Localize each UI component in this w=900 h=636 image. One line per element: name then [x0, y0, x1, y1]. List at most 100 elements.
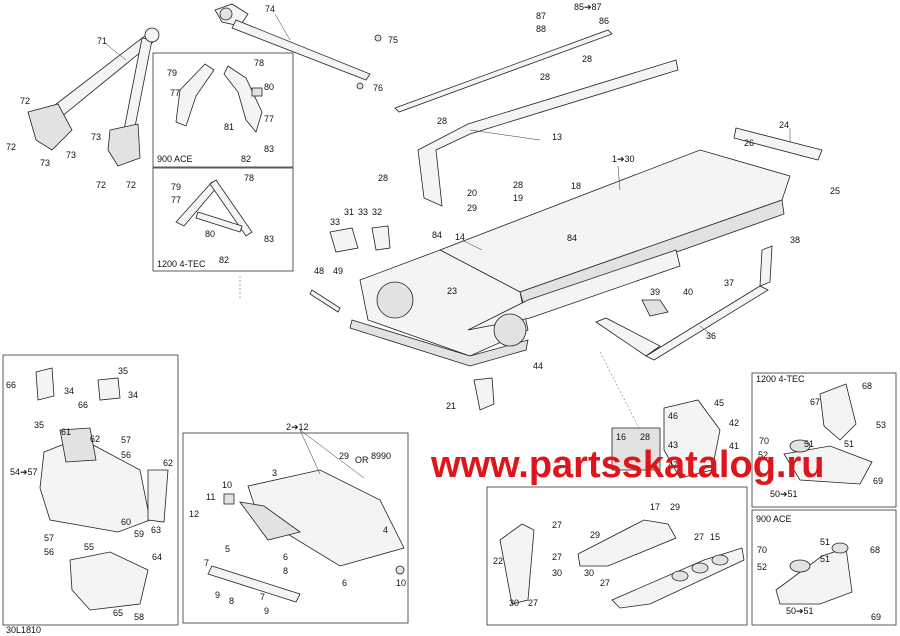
callout: 29 [590, 530, 600, 540]
callout: 47 [668, 460, 678, 470]
callout: 51 [820, 537, 830, 547]
callout: 78 [244, 173, 254, 183]
callout: 27 [528, 598, 538, 608]
callout: 62 [163, 458, 173, 468]
callout: 11 [206, 492, 215, 502]
mount-900ace-right [775, 542, 853, 605]
callout: 18 [571, 181, 581, 191]
callout: 77 [170, 88, 180, 98]
callout: 58 [134, 612, 144, 622]
callout: 27 [552, 552, 562, 562]
callout: 64 [152, 552, 162, 562]
callout: 7 [204, 558, 209, 568]
callout: 48 [314, 266, 324, 276]
callout: 87 [536, 11, 546, 21]
callout: 15 [710, 532, 720, 542]
callout: 28 [513, 180, 523, 190]
callout: 84 [567, 233, 577, 243]
callout: 33 [358, 207, 368, 217]
callout: 29 [339, 451, 349, 461]
callout: 24 [779, 120, 789, 130]
callout: 8 [229, 596, 234, 606]
bracket-41-43 [663, 399, 721, 479]
callout: 31 [344, 207, 354, 217]
callout: 17 [650, 502, 660, 512]
bracket-31-33 [329, 227, 359, 253]
callout: 82 [241, 154, 251, 164]
callout: 29 [670, 502, 680, 512]
inset-caption: 1200 4-TEC [157, 259, 206, 269]
callout: 30 [509, 598, 519, 608]
inset-box-mounts [2, 354, 179, 626]
callout: 82 [219, 255, 229, 265]
guide-line [599, 351, 641, 431]
callout: 4 [383, 525, 388, 535]
callout: 77 [264, 114, 274, 124]
mount-1200-right [783, 383, 873, 485]
callout: 66 [78, 400, 88, 410]
engine-mount-assembly [35, 367, 169, 611]
inset-caption: 1200 4-TEC [756, 374, 805, 384]
callout: 51 [804, 439, 814, 449]
callout: 52 [758, 450, 768, 460]
rear-bumper-24 [733, 127, 823, 161]
callout: 65 [113, 608, 123, 618]
bracket-900ace-top [175, 63, 263, 133]
bracket-21 [473, 377, 495, 411]
callout-labels: 71 74 75 76 72 72 72 72 73 73 73 79 78 7… [6, 2, 886, 635]
callout: 77 [171, 195, 181, 205]
callout: 27 [552, 520, 562, 530]
callout: 30 [552, 568, 562, 578]
callout: 12 [189, 509, 199, 519]
callout: 9 [215, 590, 220, 600]
callout: 45 [714, 398, 724, 408]
callout: 83 [264, 144, 274, 154]
callout: 37 [724, 278, 734, 288]
callout: 46 [668, 411, 678, 421]
watermark-text: www.partsskatalog.ru [430, 444, 824, 486]
callout: 25 [830, 186, 840, 196]
callout: 73 [66, 150, 76, 160]
callout: 35 [34, 420, 44, 430]
callout: 78 [254, 58, 264, 68]
callout: 70 [757, 545, 767, 555]
callout: 22 [493, 556, 503, 566]
callout: 8990 [371, 451, 391, 461]
callout: 28 [437, 116, 447, 126]
callout: 57 [44, 533, 54, 543]
rod-36 [595, 317, 661, 357]
callout: 33 [330, 217, 340, 227]
steering-support-frame [27, 27, 160, 167]
callout: 72 [126, 180, 136, 190]
callout: 74 [265, 4, 275, 14]
callout: 72 [20, 96, 30, 106]
callout: 72 [96, 180, 106, 190]
callout: 50➔51 [786, 606, 814, 616]
callout: 63 [151, 525, 161, 535]
callout: 23 [447, 286, 457, 296]
callout: 19 [513, 193, 523, 203]
part-16-28 [611, 427, 661, 471]
callout: 83 [264, 234, 274, 244]
main-frame [349, 149, 791, 367]
callout: 69 [873, 476, 883, 486]
callout: 70 [759, 436, 769, 446]
callout: 34 [128, 390, 138, 400]
callout: 81 [224, 122, 234, 132]
callout: 16 [616, 432, 626, 442]
callout: 42 [729, 418, 739, 428]
callout: 73 [40, 158, 50, 168]
leader-lines [105, 13, 791, 479]
callout: 54➔57 [10, 467, 38, 477]
callout: 3 [272, 468, 277, 478]
callout: 30 [584, 568, 594, 578]
callout: 59 [134, 529, 144, 539]
callout: 69 [871, 612, 881, 622]
callout: 79 [171, 182, 181, 192]
callout: 38 [790, 235, 800, 245]
callout: 73 [91, 132, 101, 142]
callout: 52 [757, 562, 767, 572]
block-39 [641, 299, 669, 317]
